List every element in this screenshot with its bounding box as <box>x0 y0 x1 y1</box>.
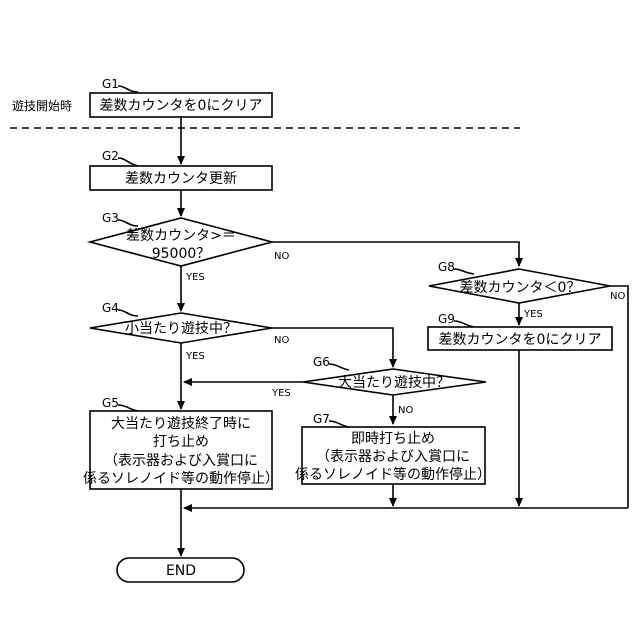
g8-text: 差数カウンタ＜0？ <box>460 280 581 296</box>
g5-label: G5 <box>102 396 119 410</box>
g2-label: G2 <box>102 149 119 163</box>
g9-text: 差数カウンタを0にクリア <box>439 332 602 348</box>
g8-label: G8 <box>438 260 455 274</box>
g8-leader <box>454 269 474 274</box>
g4-no: NO <box>274 335 289 346</box>
g3-yes: YES <box>185 272 205 283</box>
g5-text-line2: 打ち止め <box>153 433 209 450</box>
g9-label: G9 <box>438 312 455 326</box>
g4-label: G4 <box>102 301 119 315</box>
g2-leader <box>118 158 138 166</box>
g6-no: NO <box>398 405 413 416</box>
line-g8-no <box>610 286 628 508</box>
g5-text-line3: （表示器および入賞口に <box>104 453 258 469</box>
end-text: END <box>166 563 196 579</box>
g6-yes: YES <box>271 388 291 399</box>
start-note: 遊技開始時 <box>12 98 72 113</box>
g6-label: G6 <box>313 355 330 369</box>
g3-leader <box>118 220 138 226</box>
g1-leader <box>118 86 138 92</box>
arrow-g3-no-g8 <box>272 242 519 266</box>
g4-yes: YES <box>185 351 205 362</box>
g5-text-line4: 係るソレノイド等の動作停止） <box>83 470 279 487</box>
g3-text-line2: 95000？ <box>152 246 211 262</box>
g3-text-line1: 差数カウンタ>＝ <box>126 228 236 244</box>
g7-leader <box>329 421 349 427</box>
g5-leader <box>118 405 138 411</box>
g4-text: 小当たり遊技中？ <box>125 321 237 337</box>
g7-text-line2: （表示器および入賞口に <box>316 449 470 465</box>
g5-text-line1: 大当たり遊技終了時に <box>111 416 251 432</box>
arrow-g4-no-g6 <box>272 328 393 367</box>
g7-text-line3: 係るソレノイド等の動作停止） <box>295 466 491 483</box>
g1-label: G1 <box>102 77 119 91</box>
g7-label: G7 <box>313 412 330 426</box>
g8-yes: YES <box>523 309 543 320</box>
g6-text: 大当たり遊技中？ <box>338 375 450 391</box>
g1-text: 差数カウンタを0にクリア <box>100 98 263 114</box>
g3-label: G3 <box>102 211 119 225</box>
g8-no: NO <box>610 291 625 302</box>
g7-text-line1: 即時打ち止め <box>351 430 435 447</box>
g3-no: NO <box>274 251 289 262</box>
g9-leader <box>454 321 474 327</box>
g4-leader <box>118 310 138 316</box>
g6-leader <box>329 364 349 370</box>
g2-text: 差数カウンタ更新 <box>125 171 237 187</box>
